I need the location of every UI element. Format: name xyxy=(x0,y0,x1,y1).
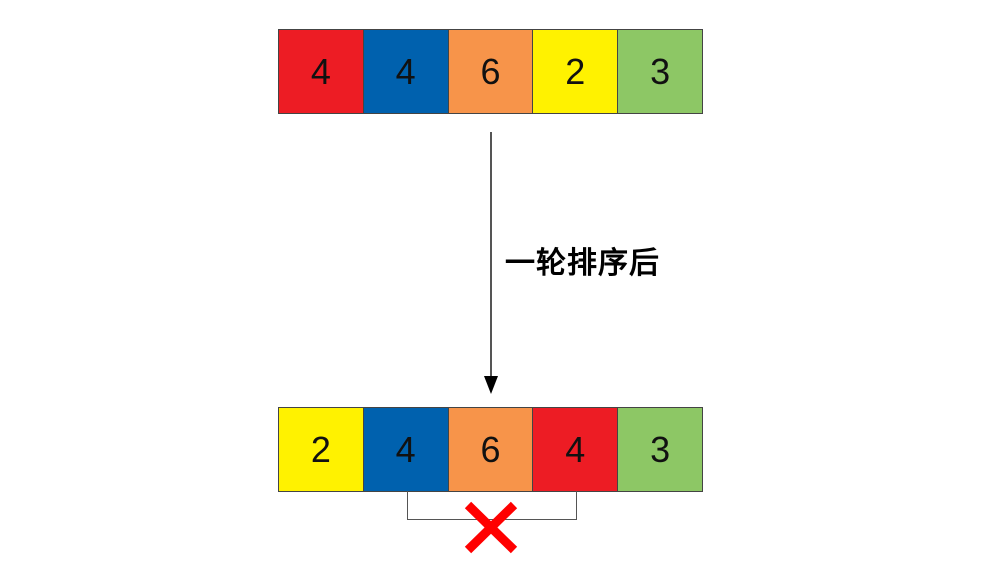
cell-after-1: 4 xyxy=(363,408,449,491)
cell-before-2: 6 xyxy=(448,30,534,113)
cell-before-3: 2 xyxy=(533,30,619,113)
cell-before-4: 3 xyxy=(618,30,702,113)
cell-after-3: 4 xyxy=(533,408,619,491)
cell-after-4: 3 xyxy=(618,408,702,491)
cell-after-0: 2 xyxy=(279,408,364,491)
arrow-line xyxy=(490,132,492,377)
array-before: 4 4 6 2 3 xyxy=(278,29,703,114)
cell-before-1: 4 xyxy=(363,30,449,113)
comparison-bracket xyxy=(407,491,577,520)
array-after: 2 4 6 4 3 xyxy=(278,407,703,492)
step-label: 一轮排序后 xyxy=(505,246,660,281)
cell-before-0: 4 xyxy=(279,30,364,113)
arrow-down-icon xyxy=(484,376,498,394)
cross-icon xyxy=(464,501,518,554)
cell-after-2: 6 xyxy=(448,408,534,491)
